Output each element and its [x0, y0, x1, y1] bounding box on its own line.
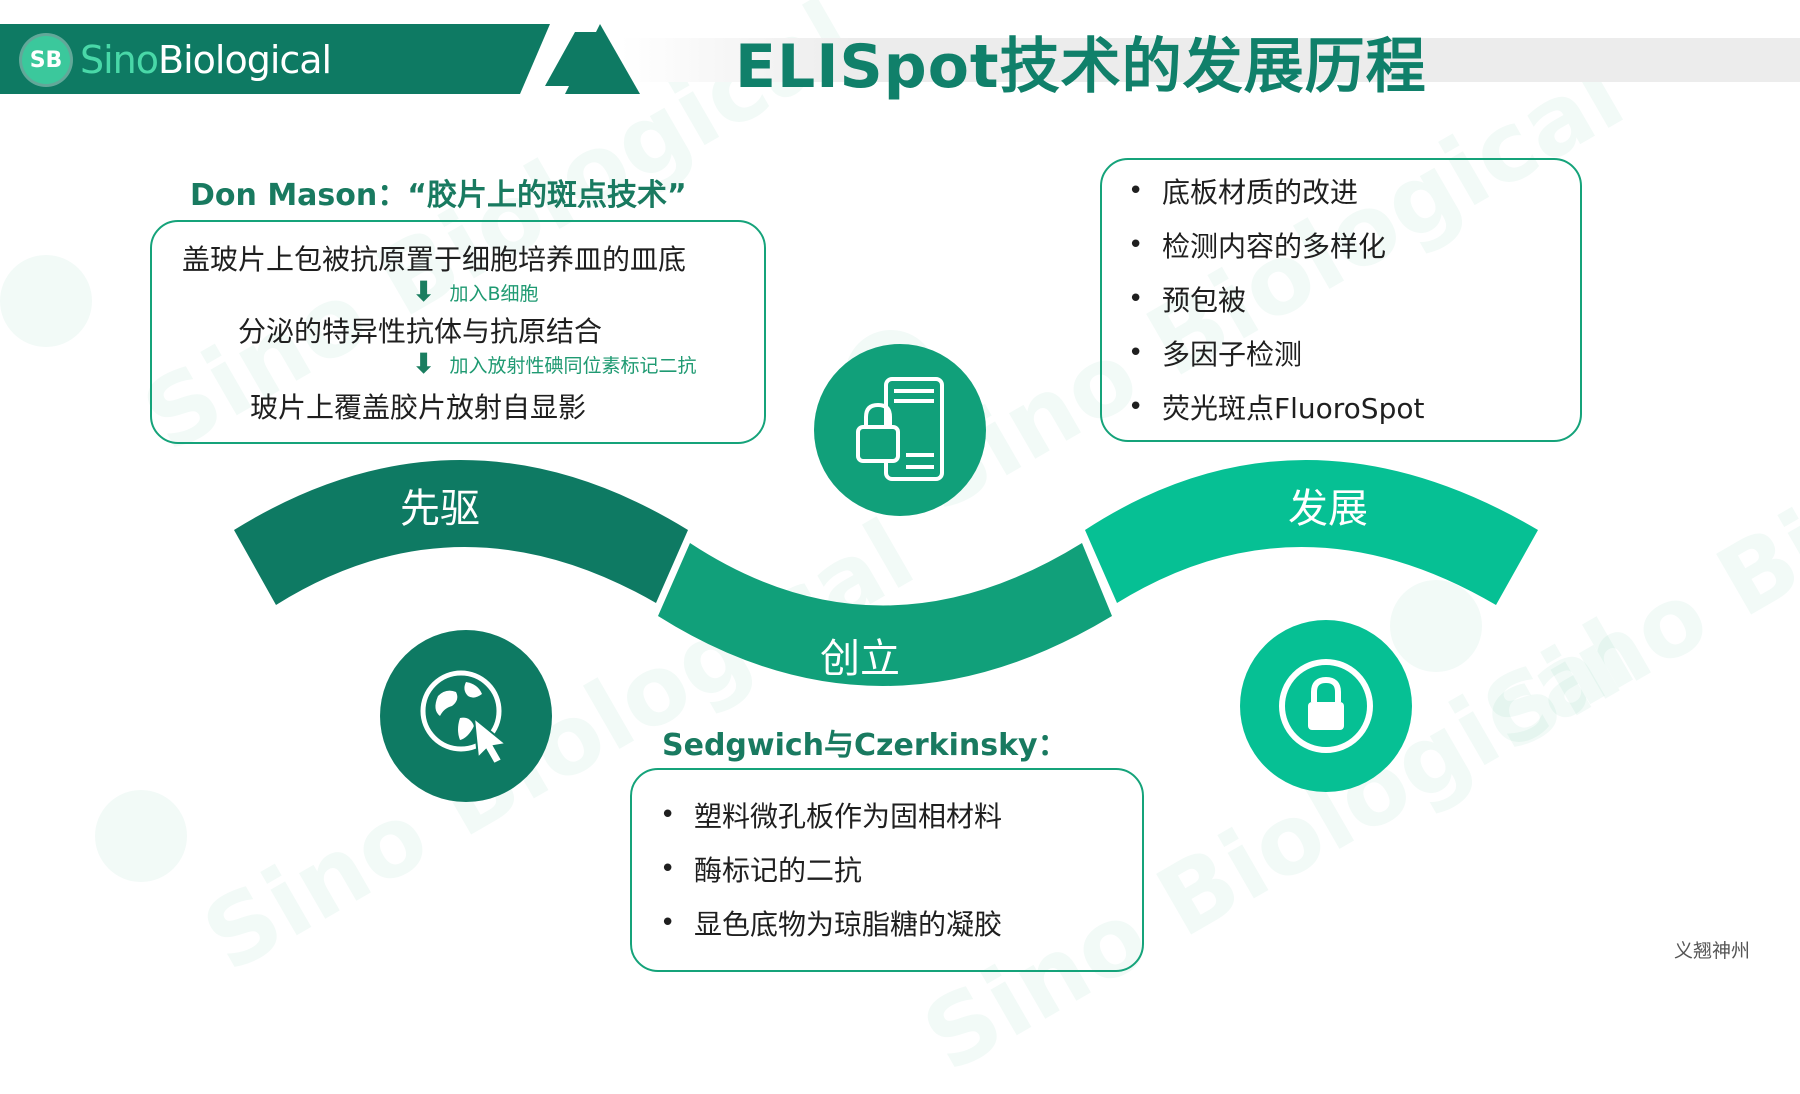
pioneer-heading: Don Mason：“胶片上的斑点技术” [190, 178, 687, 213]
pioneer-box [150, 220, 766, 444]
development-item: •多因子检测 [1128, 338, 1303, 371]
founding-heading: Sedgwich与Czerkinsky： [662, 728, 1068, 763]
watermark-badge [0, 255, 92, 347]
development-box [1100, 158, 1582, 442]
arrow-down-icon: ⬇ [412, 347, 436, 380]
phone-lock-icon [856, 377, 944, 481]
stage-label-pioneer: 先驱 [400, 486, 480, 532]
stage-label-development: 发展 [1288, 486, 1368, 532]
wave-segment-pioneer [234, 460, 688, 605]
founding-list: •塑料微孔板作为固相材料 •酶标记的二抗 •显色底物为琼脂糖的凝胶 [660, 788, 1002, 950]
footer-note: 义翘神州 [1673, 940, 1750, 962]
development-icon-circle [1240, 620, 1412, 792]
globe-cursor-icon [420, 670, 509, 766]
pioneer-note-1: 加入B细胞 [449, 282, 539, 305]
development-item: •底板材质的改进 [1128, 176, 1359, 209]
pioneer-arrow-1: ⬇ 加入B细胞 [412, 278, 539, 306]
pioneer-note-2: 加入放射性碘同位素标记二抗 [449, 354, 697, 377]
founding-box [630, 768, 1144, 972]
padlock-icon [1279, 659, 1373, 753]
pioneer-arrow-2: ⬇ 加入放射性碘同位素标记二抗 [412, 350, 696, 378]
page-title: ELISpot技术的发展历程 [735, 32, 1427, 102]
watermark-badge [1390, 580, 1482, 672]
pioneer-step-3: 玻片上覆盖胶片放射自显影 [250, 391, 587, 424]
founding-item: •酶标记的二抗 [660, 854, 863, 887]
pioneer-step-2: 分泌的特异性抗体与抗原结合 [238, 315, 603, 348]
watermark-badge [95, 790, 187, 882]
timeline-wave [234, 460, 1538, 686]
development-item: •荧光斑点FluoroSpot [1128, 392, 1425, 425]
wave-segment-development [1085, 460, 1538, 605]
title-band [620, 38, 1800, 82]
logo-banner [0, 24, 640, 94]
logo-text: SinoBiological [80, 38, 332, 82]
logo-badge: SB [22, 36, 70, 84]
development-item: •检测内容的多样化 [1128, 230, 1387, 263]
founding-item: •显色底物为琼脂糖的凝胶 [660, 908, 1003, 941]
logo: SB SinoBiological [22, 34, 332, 86]
founding-icon-circle [814, 344, 986, 516]
wave-segment-founding [658, 543, 1112, 686]
stage-label-founding: 创立 [820, 636, 900, 682]
development-list: •底板材质的改进 •检测内容的多样化 •预包被 •多因子检测 •荧光斑点Fluo… [1128, 164, 1424, 434]
pioneer-step-1: 盖玻片上包被抗原置于细胞培养皿的皿底 [182, 243, 687, 276]
pioneer-icon-circle [380, 630, 552, 802]
development-item: •预包被 [1128, 284, 1247, 317]
arrow-down-icon: ⬇ [412, 275, 436, 308]
founding-item: •塑料微孔板作为固相材料 [660, 800, 1003, 833]
